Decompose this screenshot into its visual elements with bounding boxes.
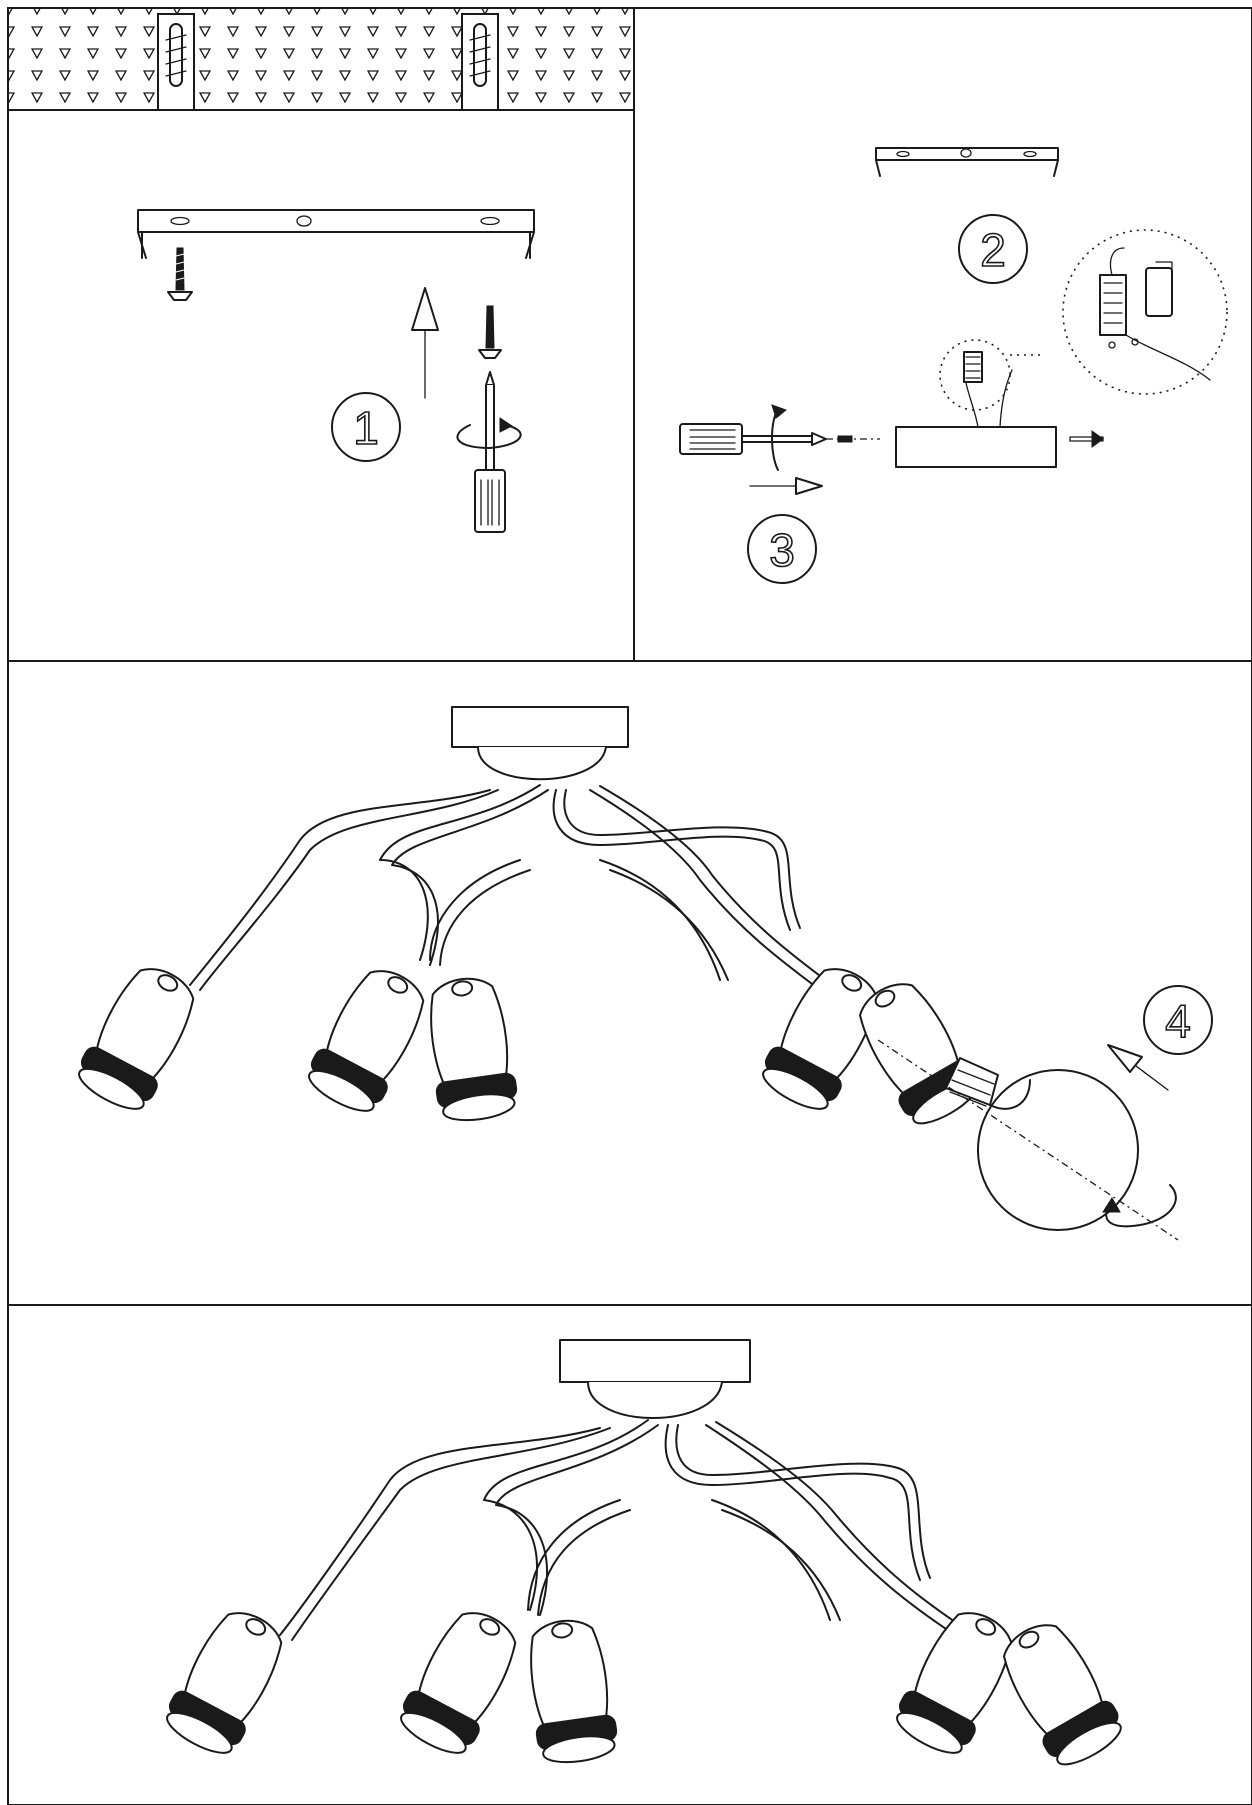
wall-plug-right	[461, 13, 499, 111]
step-3-marker: 3	[747, 514, 817, 584]
ceiling-section	[7, 8, 635, 111]
panel-finished	[157, 1339, 1131, 1775]
step-4-marker: 4	[1143, 985, 1213, 1055]
step-1-marker: 1	[331, 392, 401, 462]
screwdriver-icon	[474, 371, 506, 533]
step-2-number: 2	[980, 224, 1006, 276]
rotate-icon	[456, 417, 522, 449]
panel-step-1: 1	[7, 8, 635, 533]
panel-step-4: 4	[69, 706, 1213, 1241]
ceiling-lamp	[157, 1339, 1131, 1775]
ceiling-lamp	[69, 706, 987, 1134]
arrow-right-icon	[749, 477, 823, 495]
step-1-number: 1	[353, 402, 379, 454]
mounting-bracket	[875, 147, 1059, 177]
rotate-icon	[1102, 1184, 1177, 1228]
ceiling-canopy	[895, 426, 1104, 468]
wall-plug-left	[157, 13, 195, 111]
panel-borders	[7, 7, 1252, 1805]
arrow-diagonal-icon	[1107, 1044, 1169, 1091]
step-3-number: 3	[769, 524, 795, 576]
light-bulb	[877, 1039, 1179, 1241]
step-4-number: 4	[1165, 995, 1191, 1047]
panel-step-2-3: 2	[679, 147, 1228, 584]
screw-icon	[167, 247, 193, 301]
terminal-detail-zoom	[1062, 229, 1228, 395]
mounting-bracket	[137, 209, 535, 259]
screw-icon	[478, 305, 502, 359]
rotate-icon	[771, 404, 788, 471]
step-2-marker: 2	[958, 214, 1028, 284]
terminal-block	[939, 339, 1045, 428]
screwdriver-icon	[679, 423, 880, 455]
arrow-up-icon	[411, 287, 439, 399]
